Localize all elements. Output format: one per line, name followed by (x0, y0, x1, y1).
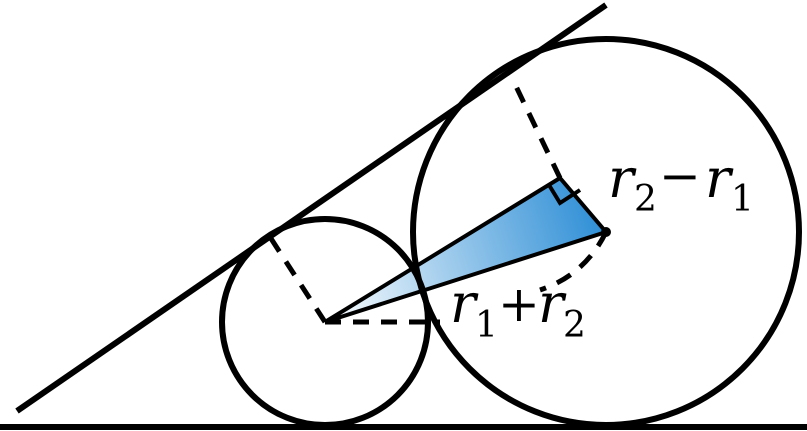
difference-a-sub: 2 (634, 179, 657, 220)
sum-label: r 1 + r 2 (450, 272, 586, 346)
sum-op: + (498, 275, 540, 333)
arc-dashed (539, 230, 609, 293)
difference-b: r (705, 147, 734, 210)
shaded-triangle (323, 175, 610, 324)
inclined-tangent-line (15, 2, 608, 414)
small-circle (219, 216, 431, 428)
small-radius-dashed (267, 235, 328, 324)
sum-a-sub: 1 (475, 305, 498, 346)
difference-label: r 2 − r 1 (608, 147, 754, 220)
sum-a: r (450, 272, 479, 335)
right-angle-marker (547, 183, 582, 206)
large-center-dot (601, 227, 611, 237)
difference-op: − (659, 147, 701, 205)
difference-a: r (608, 147, 637, 210)
difference-b-sub: 1 (731, 179, 754, 220)
large-circle (410, 36, 802, 428)
large-radius-dashed (509, 76, 563, 180)
sum-b: r (538, 272, 567, 335)
sum-b-sub: 2 (563, 305, 586, 346)
